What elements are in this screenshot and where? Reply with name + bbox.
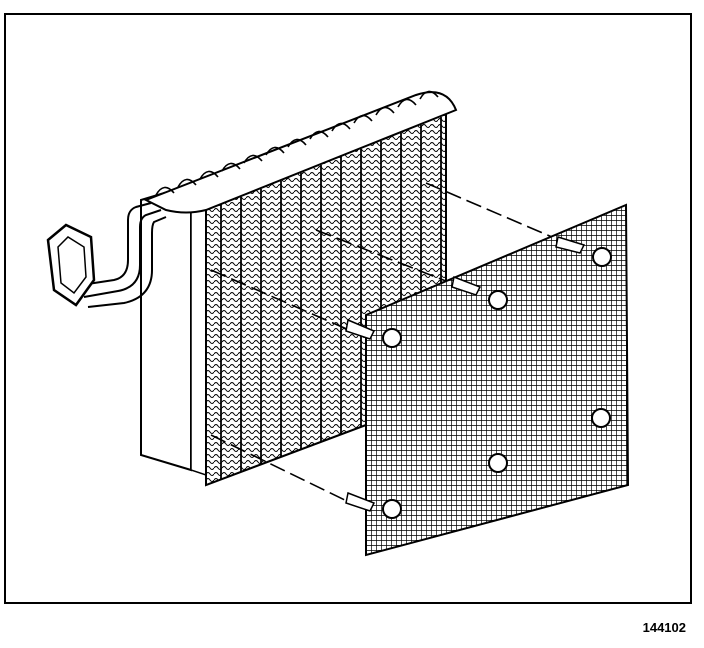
clip-icon <box>451 275 508 310</box>
illustration-canvas <box>46 90 630 557</box>
tube-bends <box>155 90 439 196</box>
evaporator-screen <box>365 203 630 557</box>
clip-icon <box>488 453 508 473</box>
illustration-frame <box>4 13 692 604</box>
figure-id-label: 144102 <box>642 620 686 635</box>
retaining-clips <box>345 236 612 519</box>
refrigerant-pipe <box>80 202 167 308</box>
clip-icon <box>345 318 402 348</box>
clip-icon <box>345 491 402 519</box>
core-tubes <box>220 117 442 480</box>
pipe-fitting <box>46 223 96 307</box>
clip-icon <box>555 236 612 267</box>
alignment-lines <box>210 182 567 504</box>
clip-icon <box>591 408 611 428</box>
